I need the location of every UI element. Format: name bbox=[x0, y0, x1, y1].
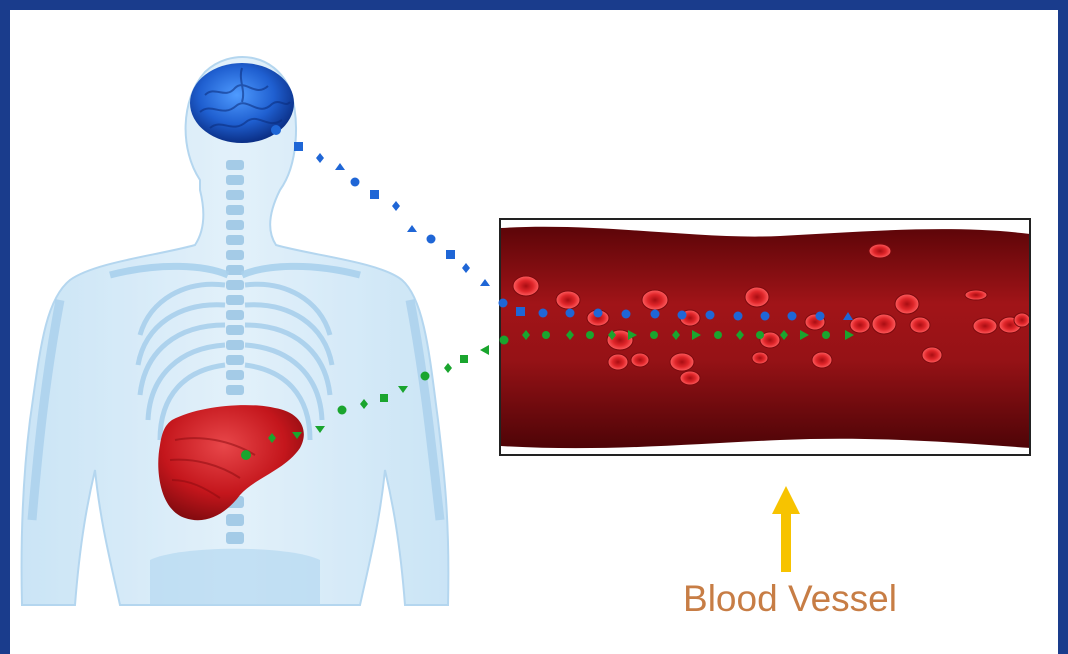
blood-vessel bbox=[500, 219, 1030, 455]
blood-vessel-caption: Blood Vessel bbox=[640, 574, 940, 624]
pelvis bbox=[150, 549, 320, 605]
up-arrow-icon bbox=[772, 486, 800, 572]
